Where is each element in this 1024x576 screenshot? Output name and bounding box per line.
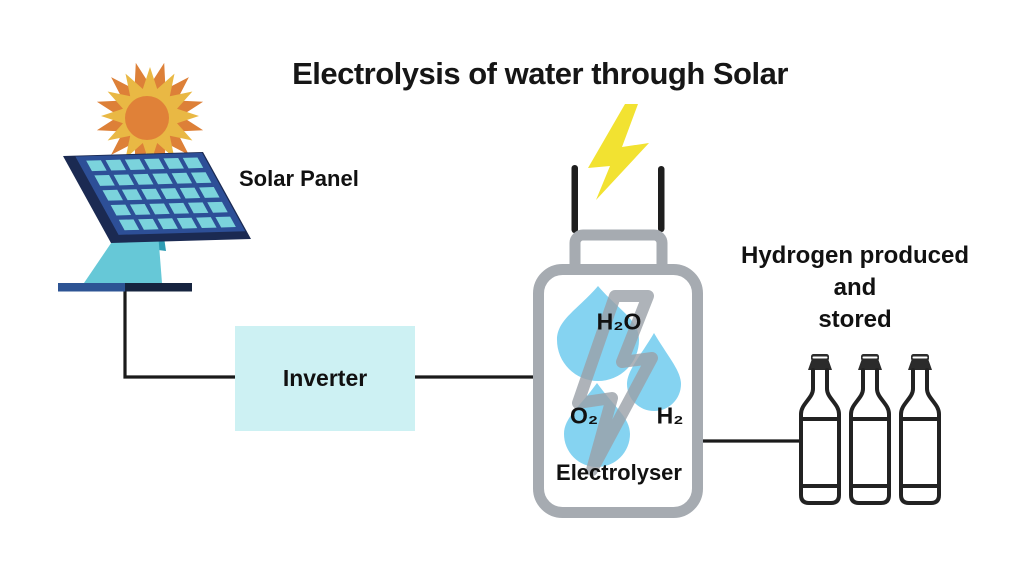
- storage-label: Hydrogen produced and stored: [700, 240, 1010, 336]
- electrolyser-label: Electrolyser: [556, 460, 682, 485]
- panel-base-left: [58, 283, 125, 292]
- inverter-label: Inverter: [282, 365, 368, 391]
- electrode-left: [571, 165, 578, 233]
- panel-icon: [63, 152, 251, 243]
- hydrogen-label: H₂: [656, 402, 684, 429]
- h2o-label: H₂O: [596, 308, 642, 335]
- panel-cells: [86, 157, 236, 231]
- storage-bottles-illustration: [799, 352, 941, 505]
- hydrogen-bottle-1: [799, 352, 841, 505]
- electrode-right: [658, 166, 665, 232]
- solar-panel-illustration: [58, 62, 251, 292]
- storage-line-2: and: [833, 274, 877, 301]
- hydrogen-bottle-3: [899, 352, 941, 505]
- sun-core: [125, 96, 169, 140]
- storage-line-3: stored: [818, 306, 892, 333]
- inverter-box: Inverter: [235, 326, 415, 431]
- page-title: Electrolysis of water through Solar: [292, 56, 788, 91]
- solar-panel-label: Solar Panel: [239, 166, 359, 191]
- electrolyser-illustration: [533, 104, 703, 518]
- inner-current-bolt-icon: [572, 290, 658, 476]
- wire-solar-to-inverter: [123, 291, 235, 379]
- sun-icon: [96, 62, 204, 170]
- oxygen-label: O₂: [569, 402, 599, 429]
- hydrogen-bottle-2: [849, 352, 891, 505]
- panel-base-right: [125, 283, 192, 292]
- lightning-bolt-icon: [588, 104, 649, 200]
- storage-line-1: Hydrogen produced: [740, 242, 969, 269]
